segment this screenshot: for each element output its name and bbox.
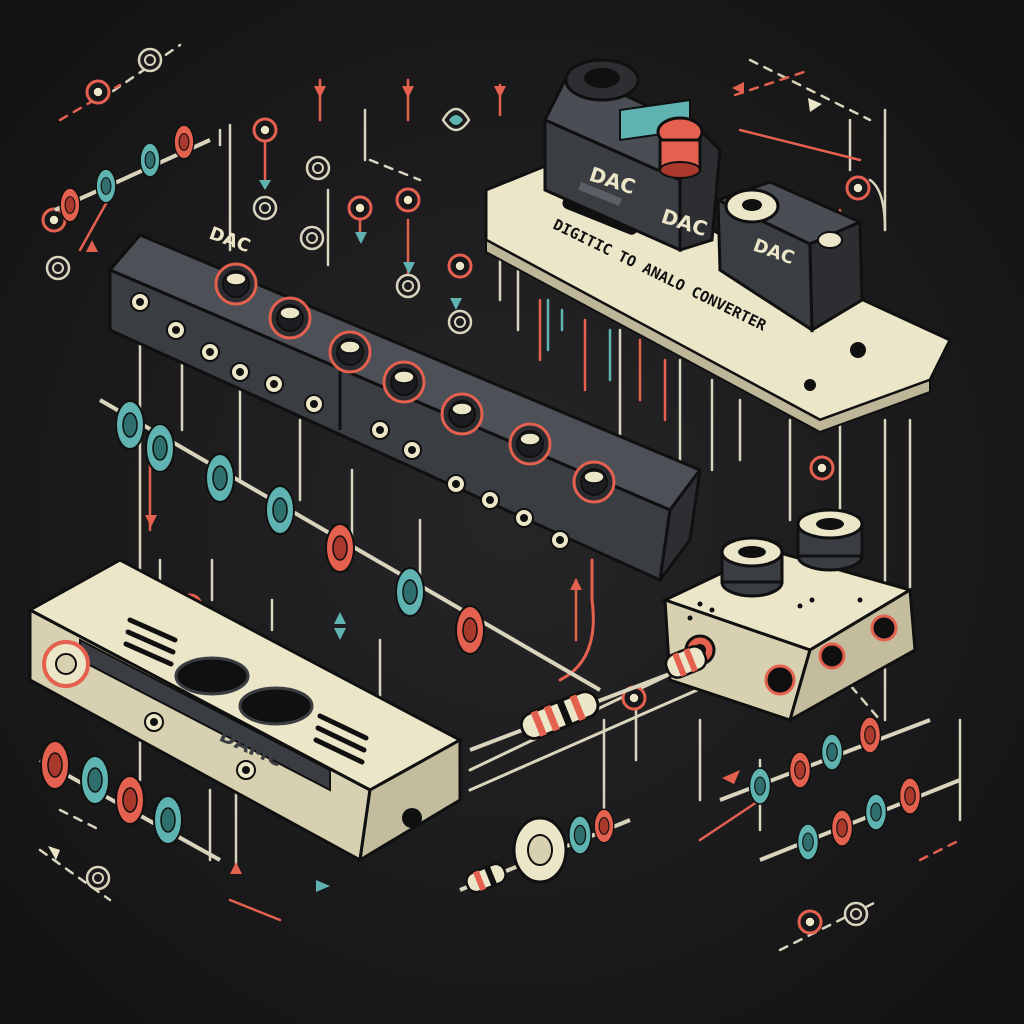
connector-plug [459,645,708,894]
dac-module-top-left: DAC [542,58,722,253]
dac-bottom-unit: DAMC [26,558,464,863]
dac-knob-box [661,508,917,724]
arrow-markers [48,82,822,892]
axle-stack-lower-left [39,740,221,862]
resistor-cable [469,668,681,752]
dac-module-top-right: DAC DAC [658,180,864,333]
dac-long-unit: DAC [107,223,703,583]
axle-stack-lower-right [719,716,961,862]
axle-stack-left [98,398,602,692]
axle-stack-upper-left [54,124,211,223]
